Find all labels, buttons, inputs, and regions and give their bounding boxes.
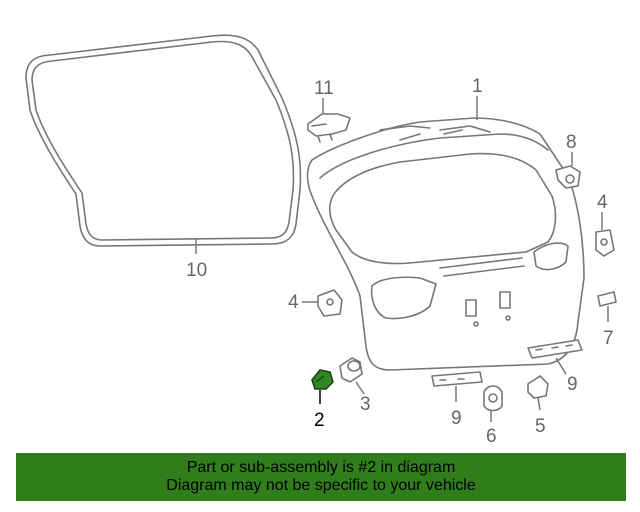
info-banner: Part or sub-assembly is #2 in diagram Di…: [16, 453, 626, 501]
callout-9-left: 9: [451, 408, 462, 429]
part-8-clip: [555, 165, 581, 189]
callout-4-right: 4: [597, 192, 608, 213]
callout-1: 1: [472, 76, 483, 97]
callout-10: 10: [186, 260, 207, 281]
callout-5: 5: [535, 416, 546, 437]
part-5-guide: [527, 375, 549, 399]
part-10-weatherstrip: [25, 34, 302, 247]
callout-7: 7: [603, 328, 614, 349]
callout-2: 2: [314, 410, 325, 431]
part-9-bracket-left: [431, 371, 483, 387]
callout-9-right: 9: [567, 374, 578, 395]
part-2-highlighted[interactable]: [311, 369, 334, 390]
part-4-bumper-right: [595, 229, 615, 257]
part-9-bracket-right: [527, 339, 583, 359]
part-3-cushion: [339, 357, 363, 383]
part-11-hinge: [307, 113, 351, 143]
callout-11: 11: [314, 78, 334, 99]
part-7-pad: [597, 291, 617, 307]
part-6-bumper: [483, 385, 503, 412]
callout-8: 8: [566, 132, 577, 153]
parts-diagram: 10 11 1 8 4 4 7 9 9 6 5 3 2: [25, 34, 617, 447]
part-1-liftgate: [306, 117, 585, 371]
part-4-bumper-left: [317, 289, 343, 317]
callout-6: 6: [486, 426, 497, 447]
callout-4-left: 4: [288, 292, 299, 313]
banner-line-2: Diagram may not be specific to your vehi…: [166, 477, 476, 494]
callout-3: 3: [360, 394, 371, 415]
banner-line-1: Part or sub-assembly is #2 in diagram: [186, 459, 456, 476]
